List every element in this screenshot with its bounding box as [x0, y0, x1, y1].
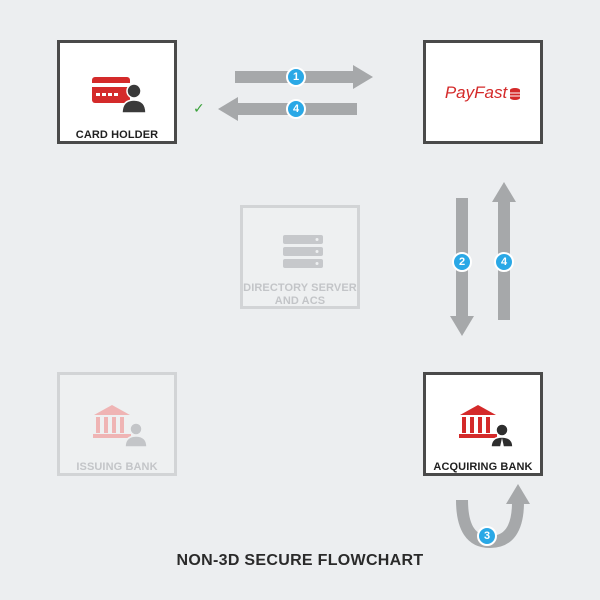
acquiring-bank-label: ACQUIRING BANK: [433, 461, 533, 473]
directory-server-label-line1: DIRECTORY SERVER: [243, 282, 357, 294]
issuing-bank-icon: [93, 405, 148, 447]
step-badge-2: 2: [452, 252, 472, 272]
card-holder-node: CARD HOLDER: [57, 40, 177, 144]
issuing-bank-label: ISSUING BANK: [76, 461, 158, 473]
card-holder-icon: [92, 77, 147, 114]
acquiring-bank-icon: [459, 405, 514, 447]
directory-server-label-line2: AND ACS: [274, 295, 326, 307]
card-holder-label: CARD HOLDER: [75, 129, 159, 141]
flowchart-title: NON-3D SECURE FLOWCHART: [176, 552, 424, 569]
check-icon: ✓: [193, 100, 205, 116]
server-icon: [283, 235, 323, 268]
issuing-bank-node: ISSUING BANK: [57, 372, 177, 476]
step-badge-1: 1: [286, 67, 306, 87]
payfast-logo: PayFast: [426, 83, 540, 103]
step-badge-4-right: 4: [494, 252, 514, 272]
payfast-logo-text: PayFast: [444, 83, 508, 102]
step-badge-3: 3: [477, 526, 497, 546]
arrow-step-4-up: [492, 182, 516, 320]
coin-stack-icon: [510, 87, 521, 100]
payfast-node: PayFast: [423, 40, 543, 144]
directory-server-node: DIRECTORY SERVER AND ACS: [240, 205, 360, 309]
step-badge-4-top: 4: [286, 99, 306, 119]
acquiring-bank-node: ACQUIRING BANK: [423, 372, 543, 476]
